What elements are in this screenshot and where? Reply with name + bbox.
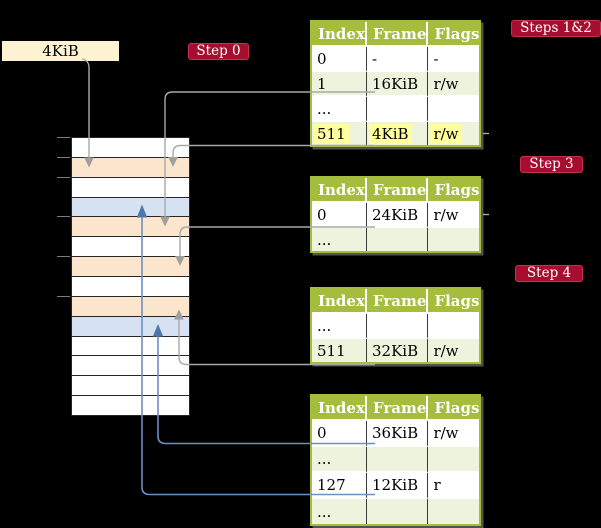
table-row: 0-- bbox=[312, 47, 480, 72]
table-cell: 12KiB bbox=[367, 473, 429, 499]
column-header: Index bbox=[312, 22, 367, 47]
memory-frame-row-3 bbox=[72, 196, 189, 217]
column-header: Flags bbox=[428, 289, 480, 314]
table-row: 511 4KiB r/w bbox=[312, 122, 480, 145]
memory-frame-row-9 bbox=[72, 315, 189, 336]
table-cell: ... bbox=[312, 499, 367, 524]
table-cell: 0 bbox=[312, 203, 367, 228]
table-cell: 511 bbox=[312, 122, 367, 145]
table-cell: - bbox=[428, 47, 480, 72]
highlighted-value: r/w bbox=[430, 123, 462, 144]
badge-step-0: Step 0 bbox=[188, 43, 249, 60]
address-tick bbox=[57, 216, 70, 217]
table-cell bbox=[367, 499, 429, 524]
memory-frame-row-5 bbox=[72, 236, 189, 257]
badge-step-4: Step 4 bbox=[515, 265, 583, 282]
table-cell bbox=[428, 447, 480, 473]
table-cell bbox=[428, 499, 480, 524]
table-cell: ... bbox=[312, 314, 367, 339]
table-cell: r/w bbox=[428, 122, 480, 145]
column-header: Frame bbox=[367, 289, 429, 314]
address-tick bbox=[57, 256, 70, 257]
column-header: Frame bbox=[367, 22, 429, 47]
address-tick bbox=[57, 157, 70, 158]
column-header: Frame bbox=[367, 178, 429, 203]
table-cell: 0 bbox=[312, 421, 367, 447]
address-tick bbox=[57, 296, 70, 297]
table-cell: ... bbox=[312, 97, 367, 122]
memory-frame-row-0 bbox=[72, 138, 189, 157]
table-row: ... bbox=[312, 97, 480, 122]
memory-frame-row-12 bbox=[72, 375, 189, 396]
memory-frame-row-11 bbox=[72, 355, 189, 376]
address-tick bbox=[57, 177, 70, 178]
arrow-t1-entry511-to-frame-4kib bbox=[172, 144, 375, 158]
memory-frame-row-8 bbox=[72, 295, 189, 316]
table-cell: 0 bbox=[312, 47, 367, 72]
table-cell: r/w bbox=[428, 421, 480, 447]
memory-frame-row-13 bbox=[72, 395, 189, 416]
table-row: ... bbox=[312, 499, 480, 524]
memory-frame-row-6 bbox=[72, 256, 189, 277]
table-cell bbox=[428, 228, 480, 251]
memory-frame-row-7 bbox=[72, 276, 189, 296]
memory-frame-row-1 bbox=[72, 156, 189, 177]
table-cell: 511 bbox=[312, 339, 367, 362]
badge-steps-1-2: Steps 1&2 bbox=[511, 20, 601, 37]
column-header: Flags bbox=[428, 396, 480, 421]
table-cell bbox=[428, 97, 480, 122]
table-cell: 16KiB bbox=[367, 72, 429, 97]
column-header: Flags bbox=[428, 22, 480, 47]
table-cell: 24KiB bbox=[367, 203, 429, 228]
table-cell: - bbox=[367, 47, 429, 72]
table-cell: r/w bbox=[428, 339, 480, 362]
memory-frame-row-4 bbox=[72, 216, 189, 237]
table-cell: 127 bbox=[312, 473, 367, 499]
table-row: ... bbox=[312, 228, 480, 251]
highlighted-value: 4KiB bbox=[369, 123, 412, 144]
table-row: ... bbox=[312, 447, 480, 473]
table-row: ... bbox=[312, 314, 480, 339]
table-cell bbox=[367, 447, 429, 473]
badge-step-3: Step 3 bbox=[520, 156, 583, 173]
memory-frame-row-2 bbox=[72, 176, 189, 197]
table-cell: r/w bbox=[428, 72, 480, 97]
frame-size-label: 4KiB bbox=[2, 41, 119, 61]
table-cell bbox=[367, 314, 429, 339]
table-cell: 1 bbox=[312, 72, 367, 97]
table-cell: 32KiB bbox=[367, 339, 429, 362]
table-cell: 36KiB bbox=[367, 421, 429, 447]
table-cell: 4KiB bbox=[367, 122, 429, 145]
memory-frame-row-10 bbox=[72, 335, 189, 356]
table-cell bbox=[367, 97, 429, 122]
column-header: Index bbox=[312, 289, 367, 314]
table-cell: ... bbox=[312, 228, 367, 251]
highlighted-value: 511 bbox=[314, 123, 349, 144]
table-cell bbox=[367, 228, 429, 251]
table-cell: ... bbox=[312, 447, 367, 473]
table-cell: r bbox=[428, 473, 480, 499]
column-header: Flags bbox=[428, 178, 480, 203]
table-cell: r/w bbox=[428, 203, 480, 228]
address-tick bbox=[57, 137, 70, 138]
column-header: Index bbox=[312, 396, 367, 421]
table-cell bbox=[428, 314, 480, 339]
column-header: Index bbox=[312, 178, 367, 203]
memory-column bbox=[71, 137, 190, 416]
column-header: Frame bbox=[367, 396, 429, 421]
